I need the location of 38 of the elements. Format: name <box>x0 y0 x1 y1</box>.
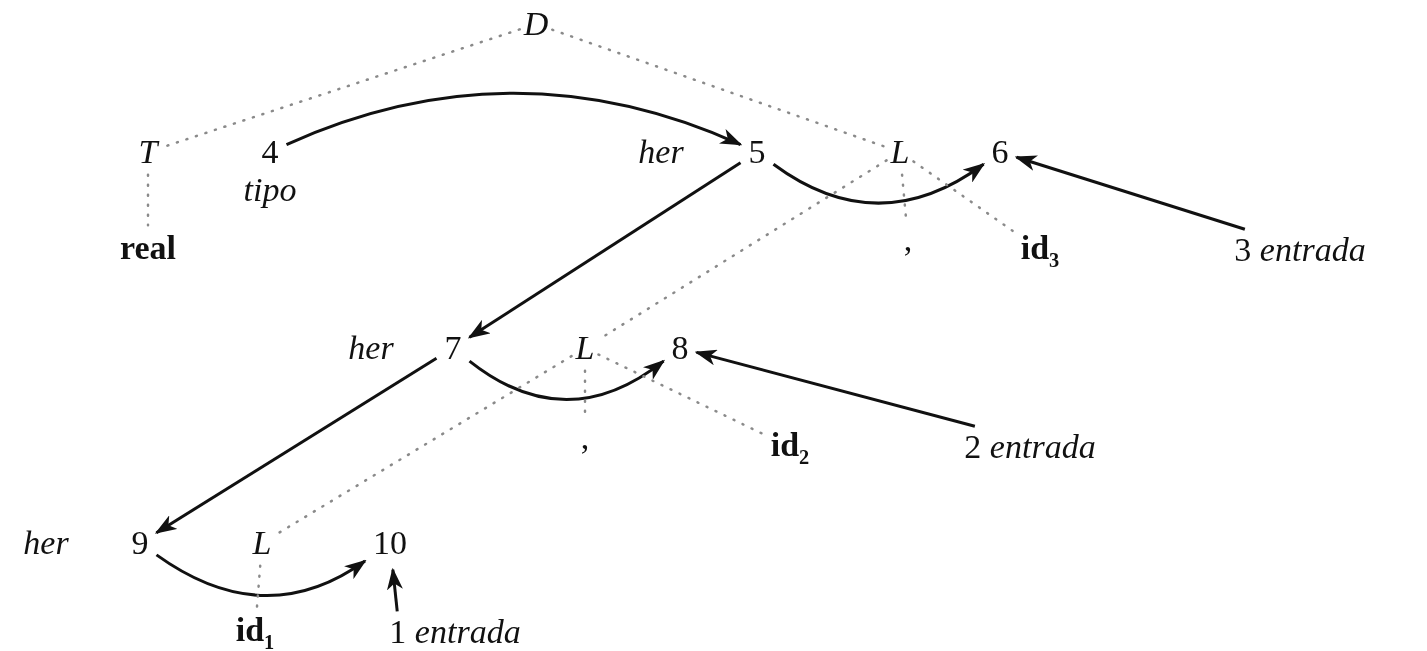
nonterminal-symbol: T <box>138 133 158 171</box>
terminal-symbol: id$_{2}$ <box>770 425 810 469</box>
terminal-symbol: id$_{3}$ <box>1020 228 1060 272</box>
node-number: 8 <box>671 329 689 367</box>
nonterminal-symbol: L <box>252 524 272 562</box>
dependency-arrow <box>694 349 976 428</box>
attribute-name: her <box>23 524 69 562</box>
dotted-tree-line <box>255 564 262 609</box>
node-number: 4 <box>261 133 279 171</box>
nonterminal-symbol: D <box>523 5 549 43</box>
nonterminal-symbol: L <box>575 329 595 367</box>
dependency-arrow <box>155 553 367 597</box>
dependency-arrow <box>772 163 986 205</box>
attribute-name: tipo <box>243 171 297 209</box>
dotted-tree-line <box>900 173 908 219</box>
attribute-name: her <box>348 329 394 367</box>
node-number: 9 <box>131 524 149 562</box>
dependency-arrow <box>387 567 403 612</box>
nonterminal-symbol: L <box>890 133 910 171</box>
dependency-arrow <box>468 359 666 401</box>
terminal-symbol: real <box>120 229 176 267</box>
terminal-symbol: , <box>580 419 590 457</box>
dependency-arrow <box>154 357 438 534</box>
node-number: 6 <box>991 133 1009 171</box>
terminal-symbol: , <box>903 221 913 259</box>
node-label: 2 entrada <box>964 428 1096 466</box>
dotted-tree-line <box>146 173 150 227</box>
attribute-name: her <box>638 133 684 171</box>
node-number: 10 <box>373 524 407 562</box>
dependency-arrow <box>1014 155 1246 231</box>
node-number: 7 <box>444 329 462 367</box>
terminal-symbol: id$_{1}$ <box>235 610 275 651</box>
dependency-arrow <box>285 91 743 146</box>
dependency-arrow <box>467 161 742 339</box>
node-label: 1 entrada <box>389 613 521 651</box>
node-number: 5 <box>748 133 766 171</box>
dotted-tree-line <box>551 28 888 149</box>
node-label: 3 entrada <box>1234 231 1366 269</box>
